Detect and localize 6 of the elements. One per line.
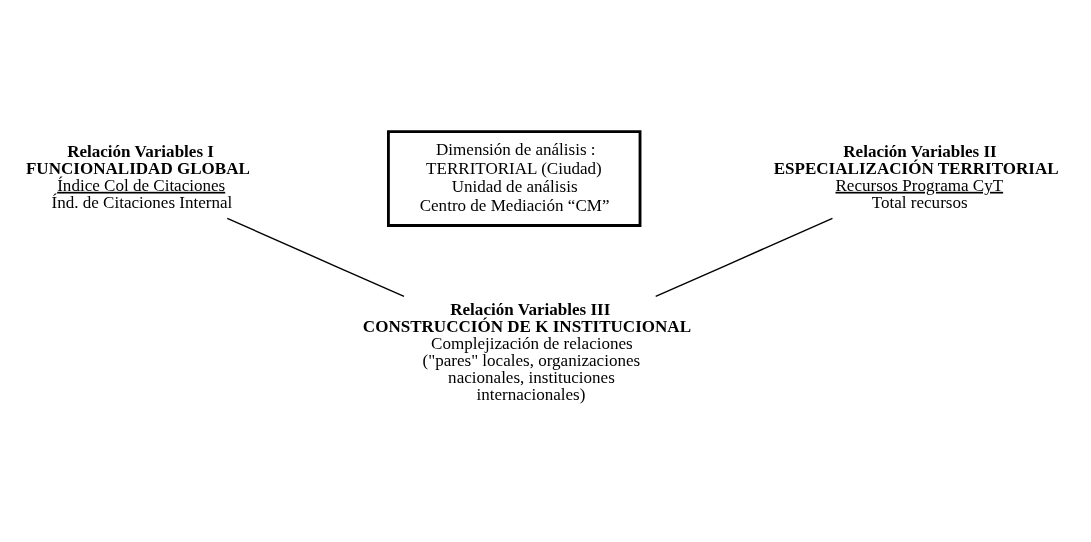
node-text: Relación Variables III CONSTRUCCIÓN DE K INSTITUCIONAL Complejización de relaciones ("pares" locales, organizaciones nacionales, instituciones internacionales)	[362, 299, 692, 404]
node-box: Dimensión de análisis : TERRITORIAL (Ciudad) Unidad de análisis Centro de Mediación “CM”	[387, 130, 642, 227]
connector	[226, 217, 405, 298]
connector	[655, 217, 834, 298]
node-text: Relación Variables II ESPECIALIZACIÓN TERRITORIAL Recursos Programa CyT Total recursos	[773, 141, 1059, 212]
node-text: Relación Variables I FUNCIONALIDAD GLOBAL Índice Col de Citaciones Índ. de Citaciones Internal	[25, 141, 250, 212]
